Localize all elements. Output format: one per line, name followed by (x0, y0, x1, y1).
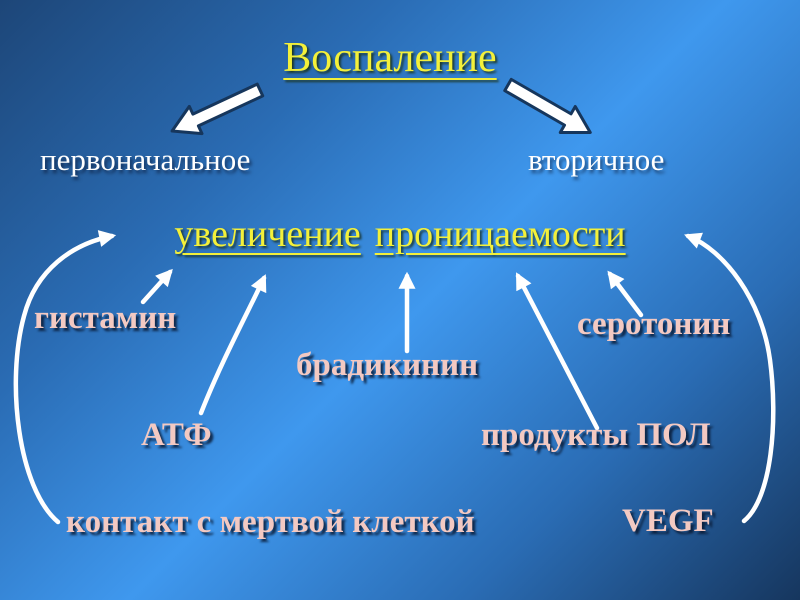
central-word-increase: увеличение (174, 213, 361, 255)
arrow-atp-icon (198, 274, 267, 416)
factor-vegf: VEGF (622, 503, 714, 539)
factor-dead-cell-contact: контакт с мертвой клеткой (66, 504, 475, 540)
central-phrase: увеличение проницаемости (0, 212, 800, 256)
factor-atp: АТФ (141, 417, 212, 453)
branch-secondary-label: вторичное (528, 142, 665, 177)
factor-bradykinin: брадикинин (296, 347, 479, 383)
arrow-dead-cell-contact-icon (13, 230, 117, 525)
factor-histamine: гистамин (34, 300, 177, 336)
slide-title: Воспаление (283, 35, 497, 81)
block-arrow-to-primary-icon (170, 82, 265, 136)
central-word-permeability: проницаемости (374, 213, 626, 255)
arrow-histamine-icon (140, 268, 173, 305)
block-arrow-to-secondary-icon (503, 77, 592, 134)
factor-lpo-products: продукты ПОЛ (481, 417, 711, 453)
branch-primary-label: первоначальное (40, 142, 251, 177)
factor-serotonin: серотонин (577, 306, 731, 342)
arrow-lpo-products-icon (515, 272, 600, 431)
arrow-vegf-icon (684, 232, 776, 524)
